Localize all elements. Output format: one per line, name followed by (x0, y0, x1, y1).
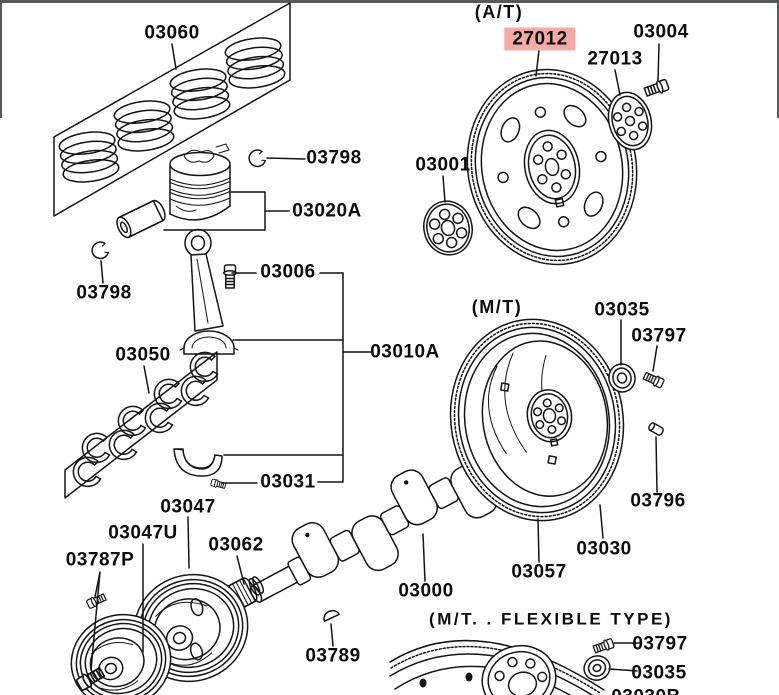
part-label-27012[interactable]: 27012 (504, 27, 576, 51)
woodruff-key-drawing (323, 609, 340, 622)
part-label-03030B[interactable]: 03030B (611, 688, 681, 695)
part-label-03050[interactable]: 03050 (115, 344, 171, 366)
part-label-03020A[interactable]: 03020A (292, 200, 362, 222)
part-label-03798[interactable]: 03798 (76, 282, 132, 304)
window-border-left (0, 0, 2, 118)
part-label-03035[interactable]: 03035 (631, 662, 687, 684)
section-heading-(A/T): (A/T) (474, 2, 524, 22)
part-label-03062[interactable]: 03062 (208, 534, 264, 556)
part-label-03006[interactable]: 03006 (260, 261, 316, 283)
part-label-03030[interactable]: 03030 (576, 538, 632, 560)
bearing-set-drawing (64, 351, 219, 499)
part-label-03031[interactable]: 03031 (260, 471, 316, 493)
section-heading-(M/T): (M/T) (471, 297, 523, 317)
part-label-03797[interactable]: 03797 (632, 633, 688, 655)
pilot-bearing-drawing (608, 363, 636, 393)
snap-ring-drawing (89, 239, 111, 262)
piston-rings-box-drawing (53, 2, 291, 217)
flywheel-bolt-drawing (641, 370, 666, 390)
section-heading-(M/T. . FLEXIBLE TYPE): (M/T. . FLEXIBLE TYPE) (429, 609, 673, 629)
front-pulley-drawing (70, 613, 172, 695)
part-label-03001[interactable]: 03001 (415, 154, 471, 176)
part-label-03010A[interactable]: 03010A (370, 341, 440, 363)
window-border-right (777, 0, 779, 118)
part-label-03797[interactable]: 03797 (631, 325, 687, 347)
flexible-flywheel-drawing (389, 637, 616, 695)
part-label-03798[interactable]: 03798 (306, 147, 362, 169)
piston-pin-drawing (116, 199, 166, 239)
drive-plate-bolt-drawing (642, 77, 671, 99)
part-label-03787P[interactable]: 03787P (65, 549, 135, 571)
at-drive-plate-drawing (466, 68, 638, 266)
bearing-cap-drawing (173, 448, 227, 491)
part-label-03057[interactable]: 03057 (511, 561, 567, 583)
spacer-plate-drawing (423, 200, 473, 256)
connecting-rod-drawing (179, 228, 239, 355)
snap-ring-drawing (246, 147, 268, 170)
dowel-pin-drawing (648, 422, 664, 436)
part-label-03047U[interactable]: 03047U (108, 522, 178, 544)
piston-drawing (169, 143, 231, 221)
adapter-plate-drawing (607, 91, 653, 151)
part-label-27013[interactable]: 27013 (587, 48, 643, 70)
part-label-03035[interactable]: 03035 (594, 299, 650, 321)
rod-bolt-drawing (223, 264, 237, 289)
part-label-03796[interactable]: 03796 (630, 490, 686, 512)
part-label-03004[interactable]: 03004 (633, 21, 689, 43)
part-label-03789[interactable]: 03789 (305, 645, 361, 667)
mt-flywheel-drawing (449, 318, 625, 522)
part-label-03047[interactable]: 03047 (160, 496, 216, 518)
part-label-03060[interactable]: 03060 (144, 22, 200, 44)
leader-lines (90, 43, 660, 672)
window-border-top (0, 0, 779, 3)
part-label-03000[interactable]: 03000 (398, 580, 454, 602)
